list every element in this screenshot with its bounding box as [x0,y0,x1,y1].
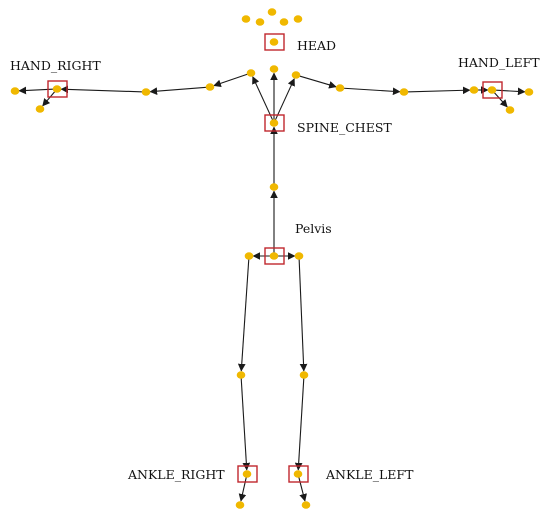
joint-knee-l [299,371,309,379]
label-hand-left: HAND_LEFT [458,55,540,70]
keybox-ankle-left [288,465,309,483]
joint-hand-l [487,86,497,94]
joint-elbow-l [399,88,409,96]
label-hand-right: HAND_RIGHT [10,58,101,73]
joint-foot-l [301,501,311,509]
bone-wrist_r-to-thumb_r [42,90,57,107]
joint-clav-r [246,69,256,77]
keybox-spine-chest [264,114,285,132]
joint-foot-r [235,501,245,509]
bone-hip_l-to-knee_l [298,257,308,372]
joint-ear-l [293,15,303,23]
bone-knee_r-to-ankle_r [240,376,251,471]
joint-handtip-r [10,87,20,95]
joint-pelvis [269,252,279,260]
bone-knee_l-to-ankle_l [294,376,305,471]
bone-ankle_l-to-foot_l [297,475,307,502]
bone-connections [18,72,526,502]
bone-hand_l-to-thumb_l [492,91,508,108]
joint-labels: HEAD HAND_RIGHT HAND_LEFT SPINE_CHEST Pe… [10,38,540,482]
joint-ankle-l [293,470,303,478]
joint-hip-r [244,252,254,260]
bone-ankle_r-to-foot_r [238,475,248,502]
bone-shoulder_r-to-elbow_r [149,86,209,95]
bone-clav_l-to-shoulder_l [297,75,337,89]
joint-wrist-l [469,86,479,94]
label-ankle-right: ANKLE_RIGHT [127,467,225,482]
bone-elbow_r-to-wrist_r [60,85,145,94]
bone-hip_r-to-knee_r [237,257,250,372]
skeleton-joints [10,8,534,509]
joint-nose [267,8,277,16]
joint-hip-l [294,252,304,260]
joint-knee-r [236,371,246,379]
label-pelvis: Pelvis [295,221,332,236]
label-ankle-left: ANKLE_LEFT [325,467,414,482]
bone-shoulder_l-to-elbow_l [341,87,401,96]
joint-clav-l [291,71,301,79]
joint-eye-r [255,18,265,26]
joint-handtip-l [524,88,534,96]
bone-spine_chest-to-clav_r [252,76,274,122]
joint-head [269,38,279,46]
label-head: HEAD [297,38,336,53]
keybox-ankle-right [237,465,258,483]
keybox-hand-right [47,80,68,98]
joint-wrist-r [52,85,62,93]
bone-elbow_l-to-wrist_l [405,86,471,95]
joint-spine-mid [269,183,279,191]
label-spine-chest: SPINE_CHEST [297,120,392,135]
joint-shoulder-r [205,83,215,91]
keybox-pelvis [264,247,285,265]
joint-eye-l [279,18,289,26]
joint-ear-r [241,15,251,23]
keybox-head [264,33,285,51]
joint-ankle-r [242,470,252,478]
joint-shoulder-l [335,84,345,92]
joint-neck [269,65,279,73]
joint-thumb-l [505,106,515,114]
joint-spine-chest [269,119,279,127]
keybox-hand-left [482,81,503,99]
bone-clav_r-to-shoulder_r [213,73,250,88]
joint-elbow-r [141,88,151,96]
bone-spine_chest-to-clav_l [274,78,295,122]
key-joint-highlights [47,33,503,483]
joint-thumb-r [35,105,45,113]
bone-wrist_r-to-handtip_r [18,86,56,95]
bone-hand_l-to-handtip_l [493,87,526,96]
